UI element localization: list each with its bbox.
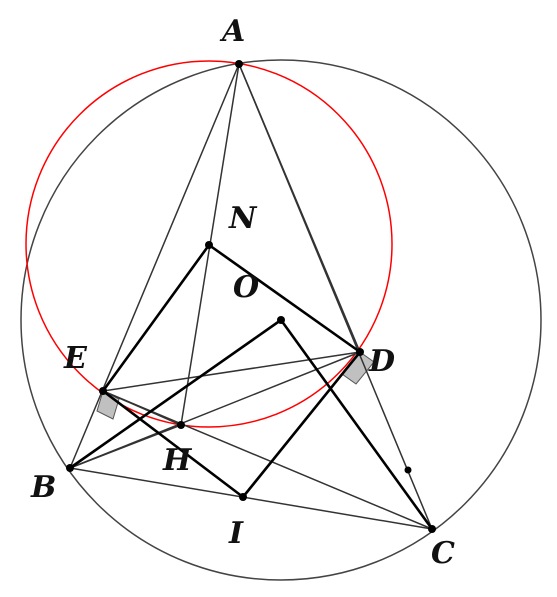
point-b <box>66 464 74 472</box>
segment-ad <box>238 63 361 353</box>
label-d: D <box>368 344 395 379</box>
label-h: H <box>162 443 193 478</box>
point-h <box>177 421 185 429</box>
point-c <box>428 525 436 533</box>
point-a <box>235 60 243 68</box>
point-e <box>99 387 107 395</box>
point-o <box>277 316 285 324</box>
segment-ed <box>102 351 361 392</box>
label-e: E <box>63 341 88 376</box>
segment-ei <box>102 389 244 499</box>
segment-eh <box>102 390 182 426</box>
label-o: O <box>233 270 259 305</box>
point-d <box>356 348 364 356</box>
segment-ce <box>102 390 433 530</box>
side-ab <box>69 63 240 469</box>
label-b: B <box>30 470 56 505</box>
point-n <box>205 241 213 249</box>
label-n: N <box>228 201 258 236</box>
points <box>66 60 436 533</box>
segment-bo <box>69 318 282 470</box>
segment-bh <box>69 424 182 469</box>
segment-di <box>241 351 362 498</box>
label-i: I <box>228 516 244 551</box>
label-a: A <box>219 14 245 49</box>
segment-oc <box>279 319 434 530</box>
point-on-ac <box>404 466 412 474</box>
circumcircle <box>20 59 542 581</box>
point-i <box>239 493 247 501</box>
bold-lines <box>69 243 434 530</box>
label-c: C <box>431 536 455 571</box>
segment-nd <box>208 243 361 354</box>
thin-lines <box>69 63 433 530</box>
red-circle <box>25 60 393 428</box>
side-bc <box>69 467 433 530</box>
segment-en <box>101 244 211 392</box>
